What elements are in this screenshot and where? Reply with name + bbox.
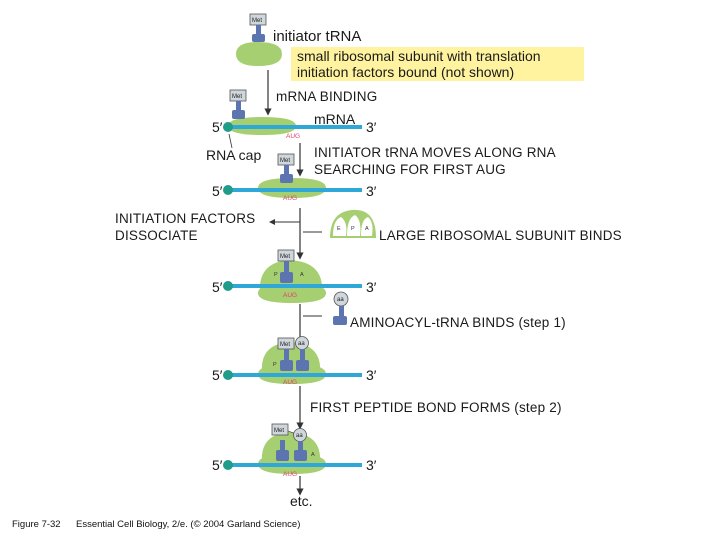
initiator-trna-label: initiator tRNA — [273, 28, 361, 45]
svg-text:aa: aa — [298, 341, 305, 347]
three-prime-2: 3′ — [366, 183, 377, 199]
mrna-label: mRNA — [314, 111, 356, 127]
svg-text:Met: Met — [274, 428, 284, 434]
initiator-trna-1: Met — [229, 89, 247, 119]
rna-cap-5 — [223, 370, 233, 380]
factors-label-2: DISSOCIATE — [115, 228, 198, 243]
figure-caption: Essential Cell Biology, 2/e. (© 2004 Gar… — [76, 519, 300, 530]
rna-cap-label: RNA cap — [206, 147, 261, 163]
etc-label: etc. — [290, 493, 313, 509]
svg-text:Met: Met — [232, 94, 242, 100]
rna-cap-4 — [223, 281, 233, 291]
large-subunit-label: LARGE RIBOSOMAL SUBUNIT BINDS — [379, 228, 622, 243]
five-prime-5: 5′ — [212, 367, 223, 383]
svg-text:Met: Met — [280, 158, 290, 164]
rna-cap-pointer — [228, 133, 233, 149]
svg-text:P: P — [351, 226, 355, 232]
svg-text:P: P — [273, 362, 277, 368]
aug-codon-2: AUG — [283, 195, 297, 202]
aug-codon-5: AUG — [283, 379, 297, 386]
met-label: Met — [252, 18, 262, 24]
aug-codon-1: AUG — [286, 133, 300, 140]
svg-text:Met: Met — [280, 254, 290, 260]
rna-cap-6 — [223, 460, 233, 470]
svg-text:A: A — [365, 226, 369, 232]
five-prime-1: 5′ — [212, 119, 223, 135]
svg-text:A: A — [300, 272, 304, 278]
aug-codon-4: AUG — [283, 292, 297, 299]
svg-text:P: P — [274, 272, 278, 278]
small-subunit-highlight — [291, 47, 584, 81]
aminoacyl-trna-incoming: aa — [333, 291, 349, 325]
three-prime-4: 3′ — [366, 279, 377, 295]
three-prime-1: 3′ — [366, 119, 377, 135]
small-subunit-label-2: initiation factors bound (not shown) — [297, 64, 514, 80]
svg-text:aa: aa — [337, 297, 344, 303]
moves-label-1: INITIATOR tRNA MOVES ALONG RNA — [314, 145, 556, 160]
initiator-trna-5: Met — [277, 337, 295, 371]
three-prime-5: 3′ — [366, 367, 377, 383]
initiator-trna-top: Met — [249, 13, 267, 42]
three-prime-6: 3′ — [366, 457, 377, 473]
large-subunit-incoming: E P A — [330, 209, 376, 238]
aminoacyl-trna-5: aa — [295, 336, 309, 371]
small-subunit-label-1: small ribosomal subunit with translation — [297, 48, 541, 64]
mrna-binding-label: mRNA BINDING — [276, 89, 377, 104]
svg-text:A: A — [311, 452, 315, 458]
aug-codon-6: AUG — [283, 471, 297, 478]
factors-label-1: INITIATION FACTORS — [115, 211, 255, 226]
svg-text:Met: Met — [280, 342, 290, 348]
five-prime-2: 5′ — [212, 183, 223, 199]
initiator-trna-2: Met — [277, 153, 295, 183]
small-subunit-top — [236, 42, 282, 66]
svg-text:aa: aa — [296, 433, 303, 439]
rna-cap-1 — [223, 122, 233, 132]
peptide-bond-label: FIRST PEPTIDE BOND FORMS (step 2) — [310, 400, 562, 415]
five-prime-6: 5′ — [212, 457, 223, 473]
aminoacyl-trna-6: aa — [293, 428, 307, 461]
five-prime-4: 5′ — [212, 279, 223, 295]
figure-number: Figure 7-32 — [12, 519, 61, 530]
svg-text:E: E — [337, 226, 341, 232]
aminoacyl-label: AMINOACYL-tRNA BINDS (step 1) — [350, 315, 566, 330]
rna-cap-2 — [223, 185, 233, 195]
initiator-trna-4: Met — [277, 249, 295, 283]
moves-label-2: SEARCHING FOR FIRST AUG — [314, 162, 506, 177]
